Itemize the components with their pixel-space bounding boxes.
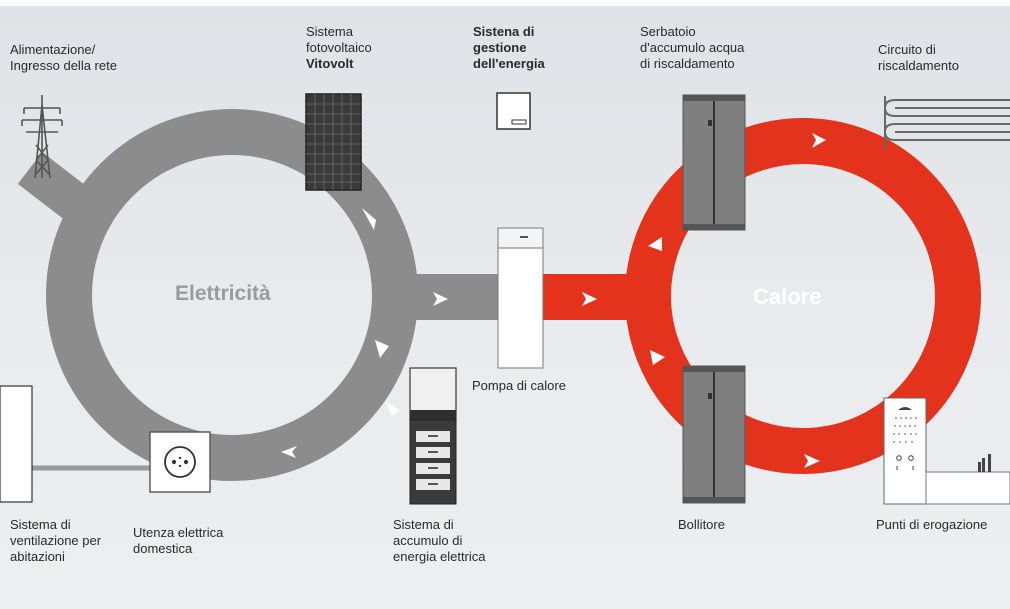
radiator-icon [883, 96, 1010, 150]
heat-pump-icon [497, 227, 544, 369]
ventilation-label-line: abitazioni [10, 549, 65, 564]
top-strip [0, 0, 1010, 6]
flow-arrow [648, 237, 662, 251]
flow-arrow [281, 446, 297, 458]
outlets-label: Punti di erogazione [876, 517, 988, 532]
ems-label-line: Sistena di [473, 24, 535, 39]
gray-bridge [385, 274, 505, 320]
grid-label-line: Ingresso della rete [10, 58, 117, 73]
heating-circuit-label-line: riscaldamento [878, 58, 959, 73]
heating-circuit-label-line: Circuito di [878, 42, 936, 57]
ems-label-line: dell'energia [473, 56, 545, 71]
red-bridge [540, 274, 650, 320]
ventilation-label-line: ventilazione per [10, 533, 102, 548]
battery-label-line: accumulo di [393, 533, 463, 548]
pv-label: Sistema fotovoltaico Vitovolt [306, 24, 372, 72]
flow-arrow [433, 292, 448, 306]
boiler-label: Bollitore [678, 517, 725, 532]
grid-label: Alimentazione/ Ingresso della rete [10, 42, 117, 74]
storage-tank-icon [682, 94, 746, 231]
wall-socket-icon [149, 431, 211, 493]
heating-circuit-label: Circuito di riscaldamento [878, 42, 959, 74]
flow-arrows [281, 133, 826, 468]
flow-arrow [582, 292, 597, 306]
flow-arrow [812, 133, 826, 148]
battery-label-line: energia elettrica [393, 549, 486, 564]
pv-label-line: fotovoltaico [306, 40, 372, 55]
energy-manager-icon [496, 92, 531, 130]
heat-pump-label: Pompa di calore [472, 378, 566, 393]
flow-arrow [650, 350, 665, 365]
electricity-loop-label: Elettricità [175, 282, 271, 305]
household-label-line: domestica [133, 541, 193, 556]
heat-loop-label: Calore [753, 284, 822, 309]
power-pylon-icon [21, 95, 63, 179]
flow-arrow [386, 402, 400, 416]
household-label-line: Utenza elettrica [133, 525, 224, 540]
bathtub-faucet-icon [925, 454, 1010, 505]
pv-label-line: Sistema [306, 24, 353, 39]
battery-label: Sistema di accumulo di energia elettrica [393, 517, 486, 565]
storage-tank-label-line: di riscaldamento [640, 56, 735, 71]
shower-icon [883, 397, 927, 505]
household-label: Utenza elettrica domestica [133, 525, 223, 557]
grid-label-line: Alimentazione/ [10, 42, 96, 57]
flow-arrow [804, 454, 820, 468]
ems-label: Sistena di gestione dell'energia [473, 24, 545, 72]
boiler-icon [682, 365, 746, 504]
storage-tank-label-line: d'accumulo acqua [640, 40, 745, 55]
storage-tank-label-line: Serbatoio [640, 24, 696, 39]
ventilation-label-line: Sistema di [10, 517, 71, 532]
ventilation-label: Sistema di ventilazione per abitazioni [10, 517, 101, 565]
battery-label-line: Sistema di [393, 517, 454, 532]
solar-panel-icon [305, 93, 362, 191]
pv-brand-label: Vitovolt [306, 56, 354, 71]
ems-label-line: gestione [473, 40, 527, 55]
storage-tank-label: Serbatoio d'accumulo acqua di riscaldame… [640, 24, 744, 72]
ventilation-unit-icon [0, 385, 33, 503]
flow-arrow [375, 340, 389, 358]
flow-arrow [362, 208, 376, 230]
battery-storage-icon [409, 367, 457, 505]
